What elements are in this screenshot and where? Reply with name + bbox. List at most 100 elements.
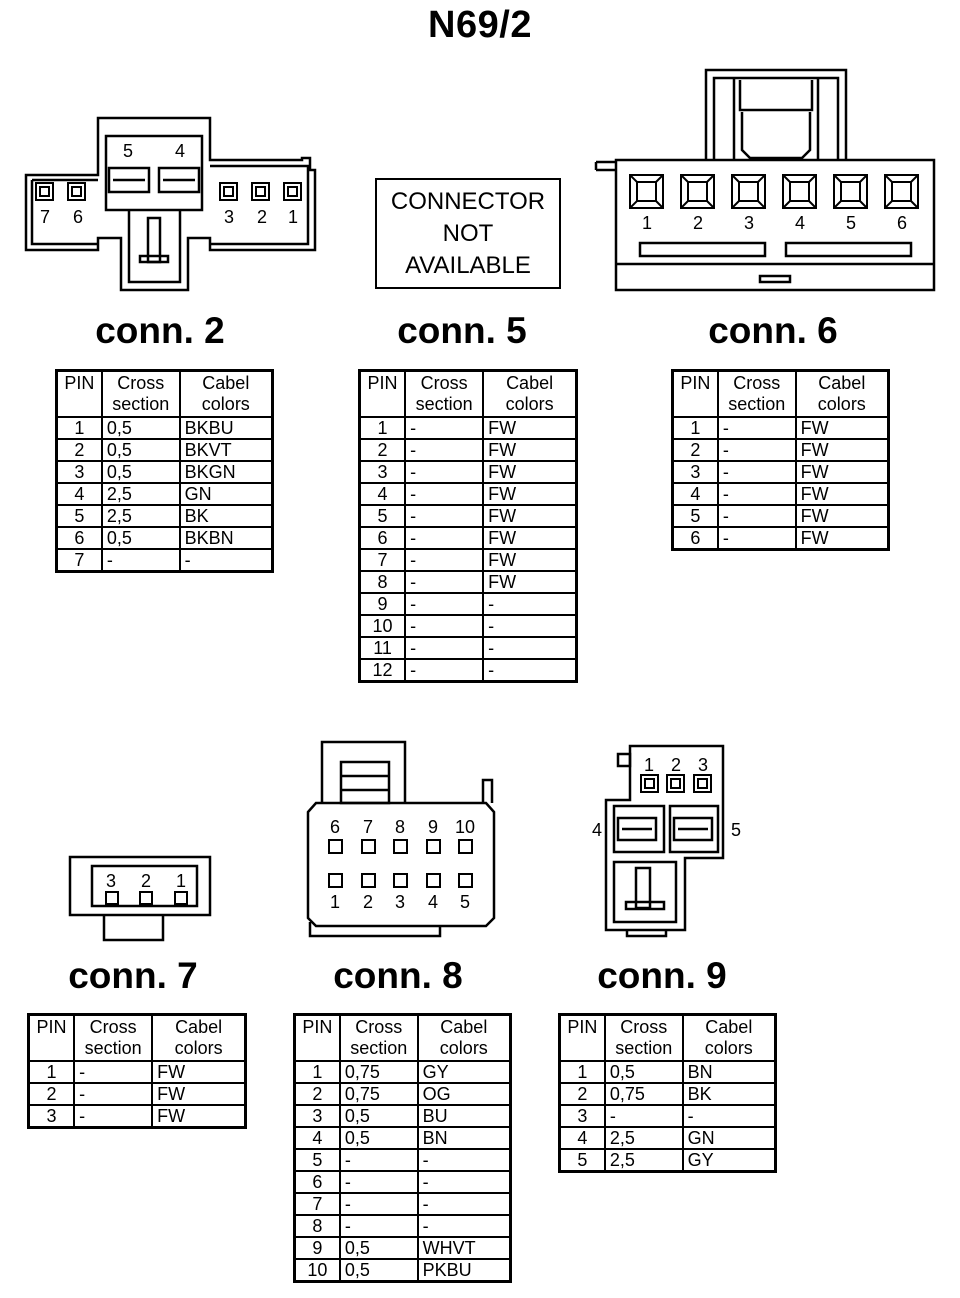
conn-8-label: conn. 8 <box>333 955 463 996</box>
header-line: colors <box>505 394 554 414</box>
table-row: 11-- <box>358 636 578 659</box>
pin-cell: 3 <box>55 460 103 483</box>
cross-section-cell: - <box>338 1170 419 1193</box>
cabel-color-cell: - <box>416 1214 512 1237</box>
conn-7-pin-label: 2 <box>141 871 151 891</box>
conn-8-pin-label: 5 <box>460 892 470 912</box>
table-row: 10-- <box>358 614 578 637</box>
cabel-color-cell: PKBU <box>416 1258 512 1282</box>
conn-2-pin-label: 7 <box>40 207 50 227</box>
header-line: colors <box>174 1038 223 1058</box>
header-line: colors <box>704 1038 753 1058</box>
conn-2-pin-label: 5 <box>123 141 133 161</box>
conn-8-pin-label: 1 <box>330 892 340 912</box>
conn-8-pin-label: 4 <box>428 892 438 912</box>
pin-cell: 9 <box>293 1236 341 1259</box>
cross-section-cell: - <box>404 416 485 439</box>
cross-section-cell: - <box>404 438 485 461</box>
header-line: Cross <box>420 373 468 393</box>
pin-cell: 1 <box>27 1060 76 1083</box>
table-row: 7-- <box>55 548 274 572</box>
cross-section-cell: 0,75 <box>603 1082 684 1105</box>
table-row: 5-FW <box>671 504 890 527</box>
cross-section-cell: 2,5 <box>603 1126 684 1149</box>
pin-cell: 1 <box>558 1060 606 1083</box>
pin-cell: 9 <box>358 592 407 615</box>
conn-8-pin-label: 3 <box>395 892 405 912</box>
pin-header: PIN <box>671 369 719 418</box>
cross-section-cell: - <box>716 438 797 461</box>
cabel-color-cell: FW <box>151 1104 247 1128</box>
pin-cell: 3 <box>558 1104 606 1127</box>
cross-section-cell: - <box>73 1082 154 1105</box>
cross-section-cell: - <box>100 548 181 572</box>
conn-6-pin-label: 6 <box>897 213 907 233</box>
table-row: 8-- <box>293 1214 512 1237</box>
table-row: 4-FW <box>671 482 890 505</box>
pin-cell: 4 <box>293 1126 341 1149</box>
pin-cell: 3 <box>671 460 719 483</box>
cabel-color-cell: BU <box>416 1104 512 1127</box>
cabel-color-cell: GY <box>416 1060 512 1083</box>
header-line: section <box>350 1038 408 1058</box>
cross-section-cell: - <box>404 636 485 659</box>
table-row: 9-- <box>358 592 578 615</box>
cross-section-cell: - <box>404 658 485 682</box>
conn-9-drawing <box>604 744 725 938</box>
cabel-color-cell: FW <box>482 482 578 505</box>
conn-7-drawing <box>68 855 212 942</box>
cabel-color-cell: FW <box>151 1060 247 1083</box>
cabel-color-cell: - <box>681 1104 777 1127</box>
cabel-color-cell: FW <box>482 460 578 483</box>
header-line: colors <box>439 1038 488 1058</box>
header-line: Cabel <box>818 373 866 393</box>
cross-section-cell: - <box>404 614 485 637</box>
cabel-color-cell: BKBN <box>178 526 274 549</box>
table-row: 3-FW <box>27 1104 247 1128</box>
cross-section-cell: - <box>404 592 485 615</box>
pin-cell: 1 <box>55 416 103 439</box>
pin-cell: 6 <box>293 1170 341 1193</box>
pin-cell: 5 <box>358 504 407 527</box>
cross-section-cell: 2,5 <box>100 504 181 527</box>
cross-section-cell: 0,5 <box>100 526 181 549</box>
conn-9-pin-label: 5 <box>731 820 741 840</box>
pin-cell: 6 <box>671 526 719 550</box>
conn-8-pin-label: 2 <box>363 892 373 912</box>
pin-cell: 10 <box>358 614 407 637</box>
pin-cell: 10 <box>293 1258 341 1282</box>
cross-section-cell: - <box>338 1192 419 1215</box>
pin-cell: 1 <box>293 1060 341 1083</box>
pin-cell: 5 <box>293 1148 341 1171</box>
conn-2-drawing <box>24 116 317 292</box>
conn-8-pin-label: 7 <box>363 817 373 837</box>
pin-cell: 1 <box>671 416 719 439</box>
pin-cell: 4 <box>55 482 103 505</box>
cross-section-cell: - <box>404 460 485 483</box>
header-line: Cabel <box>705 1017 753 1037</box>
cross-section-cell: - <box>338 1148 419 1171</box>
cross-section-cell: - <box>404 504 485 527</box>
cross-section-cell: 0,5 <box>338 1104 419 1127</box>
table-row: 6-- <box>293 1170 512 1193</box>
pin-cell: 4 <box>558 1126 606 1149</box>
cabel-color-cell: GN <box>178 482 274 505</box>
cross-section-cell: 0,5 <box>338 1126 419 1149</box>
cabel-color-cell: - <box>178 548 274 572</box>
conn-6-drawing <box>594 68 936 292</box>
